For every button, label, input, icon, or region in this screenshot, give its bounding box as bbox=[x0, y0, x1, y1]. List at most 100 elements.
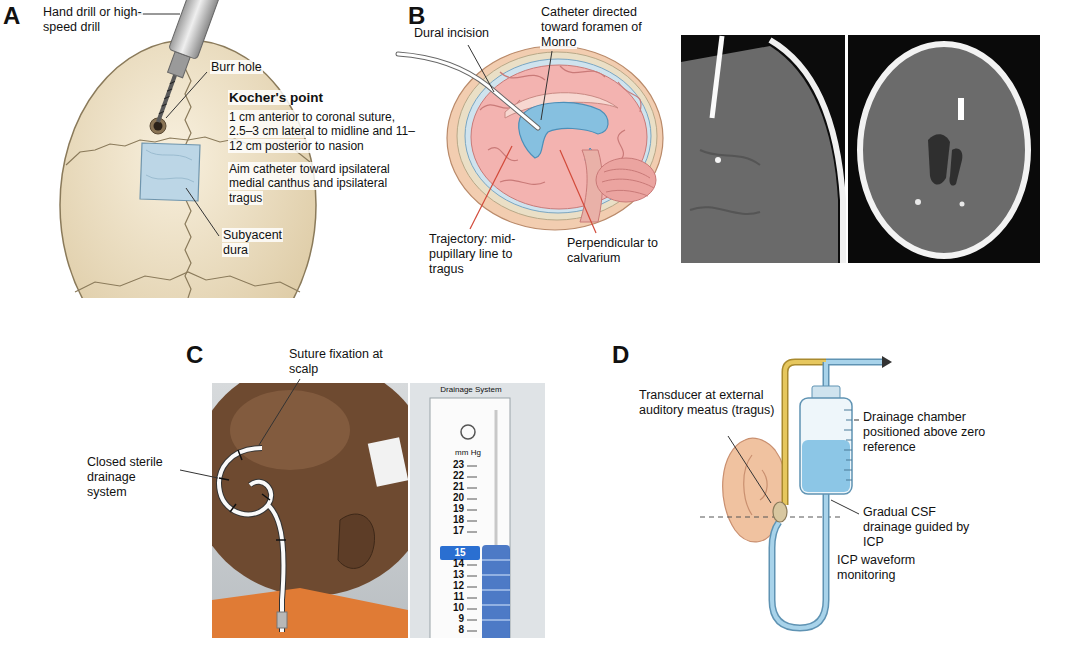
callout-label: Suture fixation at scalp bbox=[288, 347, 408, 377]
drainage-scale bbox=[482, 545, 510, 638]
scale-number: 9 bbox=[440, 613, 464, 624]
leader-line bbox=[728, 436, 771, 503]
brain-sagittal bbox=[596, 158, 656, 202]
flow-arrow bbox=[882, 356, 892, 368]
callout-note: 1 cm anterior to coronal suture, 2.5–3 c… bbox=[228, 110, 420, 153]
scale-number: 20 bbox=[440, 492, 464, 503]
scale-number: 8 bbox=[440, 624, 464, 635]
drainage-scale bbox=[430, 398, 510, 638]
leader-line bbox=[468, 45, 596, 233]
drainage-tubing bbox=[772, 362, 882, 628]
skull-illustration bbox=[154, 122, 163, 131]
ct-axial bbox=[848, 35, 1040, 263]
scale-number: 22 bbox=[440, 470, 464, 481]
drainage-chamber bbox=[844, 410, 852, 480]
patient-photo bbox=[368, 437, 408, 487]
callout-label: Gradual CSF drainage guided by ICP bbox=[862, 505, 984, 550]
unit-label: mm Hg bbox=[446, 449, 490, 458]
patient-photo bbox=[277, 612, 287, 628]
callout-heading: Kocher's point bbox=[228, 90, 418, 106]
drainage-scale bbox=[482, 560, 510, 620]
leader-line bbox=[560, 150, 596, 233]
leader-line bbox=[180, 470, 218, 478]
hand-drill bbox=[169, 0, 244, 59]
panel-letter: C bbox=[186, 341, 216, 370]
scale-number: 21 bbox=[440, 481, 464, 492]
ct-coronal bbox=[770, 40, 843, 263]
drainage-chamber bbox=[800, 386, 852, 494]
leader-line bbox=[124, 14, 219, 236]
ct-coronal bbox=[681, 46, 838, 263]
brain-sagittal bbox=[602, 169, 654, 196]
leader-line bbox=[831, 500, 859, 514]
device-label: Drainage System bbox=[434, 386, 508, 395]
patient-photo bbox=[338, 514, 375, 568]
ct-coronal bbox=[681, 35, 845, 263]
panel-letter: A bbox=[3, 2, 33, 31]
callout-label: Drainage chamber positioned above zero r… bbox=[862, 410, 1002, 455]
leader-line bbox=[470, 146, 512, 229]
ct-coronal bbox=[712, 36, 722, 118]
scale-number: 13 bbox=[440, 569, 464, 580]
panel-letter: D bbox=[612, 341, 642, 370]
ct-axial bbox=[958, 98, 964, 120]
callout-label: Burr hole bbox=[210, 60, 300, 75]
ct-axial bbox=[949, 148, 962, 185]
scale-number: 10 bbox=[440, 602, 464, 613]
callout-label: Perpendicular to calvarium bbox=[566, 236, 676, 266]
ct-axial bbox=[915, 199, 921, 205]
transducer bbox=[773, 502, 787, 522]
callout-label: ICP waveform monitoring bbox=[836, 553, 936, 583]
catheter bbox=[398, 54, 538, 128]
leader-line bbox=[854, 420, 859, 421]
leader-line bbox=[180, 379, 300, 478]
drainage-chamber bbox=[802, 440, 850, 492]
drainage-tubing bbox=[772, 494, 826, 628]
patient-photo bbox=[219, 448, 283, 632]
scale-number: 18 bbox=[440, 514, 464, 525]
skull-illustration bbox=[146, 150, 194, 182]
catheter bbox=[398, 54, 538, 128]
scale-number: 17 bbox=[440, 525, 464, 536]
scale-number: 12 bbox=[440, 580, 464, 591]
leader-line bbox=[468, 45, 494, 92]
scale-number: 14 bbox=[440, 558, 464, 569]
drainage-scale bbox=[410, 383, 545, 638]
callout-label: Catheter directed toward foramen of Monr… bbox=[540, 5, 670, 50]
patient-photo bbox=[212, 383, 408, 596]
callout-note: Aim catheter toward ipsilateral medial c… bbox=[228, 162, 420, 205]
catheter bbox=[398, 54, 538, 128]
ct-axial bbox=[928, 134, 950, 184]
brain-sagittal bbox=[447, 46, 663, 230]
drainage-tubing bbox=[772, 494, 826, 628]
hand-drill bbox=[159, 80, 175, 115]
ct-coronal bbox=[715, 157, 721, 163]
leader-line bbox=[541, 51, 552, 120]
scale-number: 11 bbox=[440, 591, 464, 602]
leader-line bbox=[728, 420, 859, 514]
clip-value: 15 bbox=[440, 547, 480, 558]
patient-photo bbox=[219, 448, 283, 632]
leader-line bbox=[186, 188, 219, 236]
callout-label: Dural incision bbox=[413, 26, 513, 41]
zero-reference-line bbox=[700, 517, 840, 518]
ct-axial bbox=[860, 44, 1028, 256]
callout-label: Subyacent dura bbox=[222, 228, 294, 258]
ear bbox=[744, 455, 767, 515]
drainage-scale bbox=[440, 546, 480, 560]
drainage-scale bbox=[495, 410, 498, 545]
leader-line bbox=[166, 72, 207, 118]
patient-photo bbox=[212, 383, 408, 638]
ct-coronal bbox=[690, 150, 760, 214]
callout-label: Closed sterile drainage system bbox=[86, 455, 178, 500]
drainage-chamber bbox=[800, 398, 852, 494]
brain-sagittal bbox=[447, 46, 663, 230]
skull-illustration bbox=[140, 143, 200, 201]
patient-photo bbox=[230, 390, 350, 470]
leader-line bbox=[259, 379, 300, 445]
ct-axial bbox=[960, 202, 965, 207]
ct-coronal bbox=[681, 35, 845, 263]
skull-illustration bbox=[75, 272, 300, 292]
